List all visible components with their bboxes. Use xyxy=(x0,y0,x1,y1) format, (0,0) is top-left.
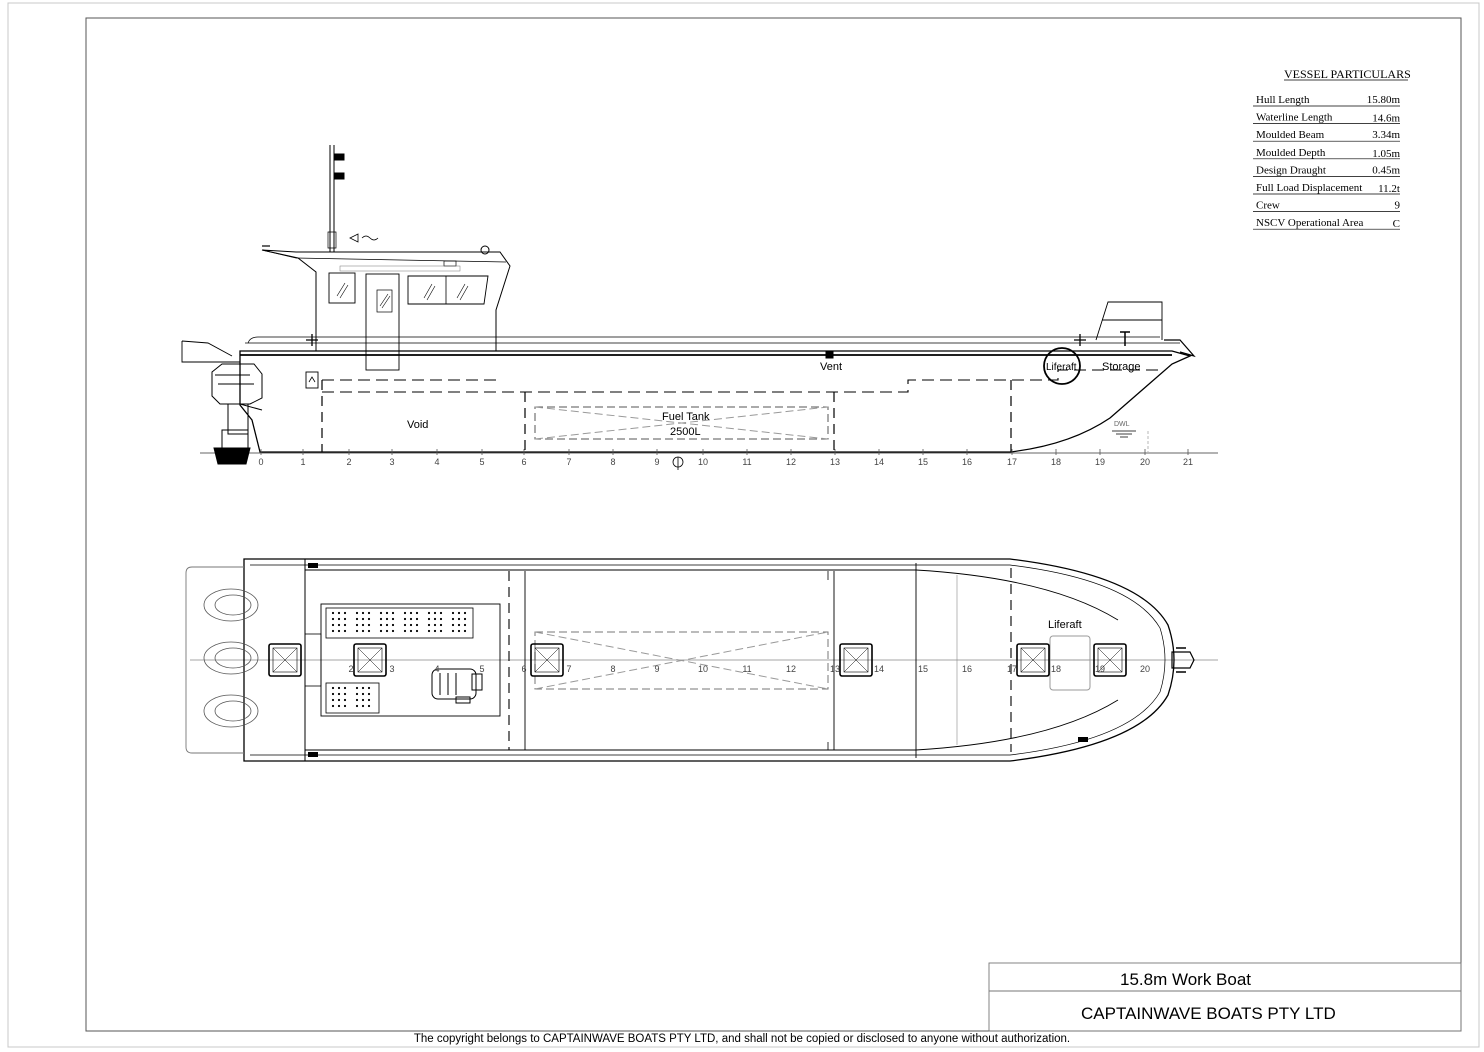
plan-frame-number: 9 xyxy=(654,664,659,674)
fuel-tank-label: Fuel Tank xyxy=(662,411,710,423)
hatch-icon xyxy=(839,643,873,677)
particular-label: Design Draught xyxy=(1256,164,1326,176)
title-block xyxy=(988,962,1462,1032)
plan-frame-number: 12 xyxy=(786,664,796,674)
storage-label: Storage xyxy=(1102,361,1141,373)
particular-label: NSCV Operational Area xyxy=(1256,217,1363,229)
hatch-icon xyxy=(530,643,564,677)
particular-label: Full Load Displacement xyxy=(1256,182,1362,194)
vent-icon xyxy=(825,351,834,359)
profile-view xyxy=(181,145,1218,470)
copyright-notice: The copyright belongs to CAPTAINWAVE BOA… xyxy=(413,1033,1071,1045)
plan-frame-number: 14 xyxy=(874,664,884,674)
plan-frame-number: 10 xyxy=(698,664,708,674)
plan-frame-number: 3 xyxy=(389,664,394,674)
frame-number: 8 xyxy=(610,457,615,467)
frame-number: 20 xyxy=(1140,457,1150,467)
company-name: CAPTAINWAVE BOATS PTY LTD xyxy=(1081,1004,1336,1023)
particular-value: 0.45m xyxy=(1372,164,1400,176)
wheelhouse xyxy=(261,249,511,352)
fuel-tank-profile xyxy=(534,406,829,440)
plan-frame-number: 18 xyxy=(1051,664,1061,674)
plan-frame-number: 19 xyxy=(1095,664,1105,674)
particular-label: Moulded Depth xyxy=(1256,147,1326,159)
particular-label: Moulded Beam xyxy=(1256,129,1325,141)
frame-number: 7 xyxy=(566,457,571,467)
hatch-icon xyxy=(1093,643,1127,677)
dwl-label: DWL xyxy=(1114,421,1130,428)
plan-frame-number: 2 xyxy=(348,664,353,674)
frame-number: 12 xyxy=(786,457,796,467)
particular-value: 11.2t xyxy=(1378,183,1400,195)
frame-number: 13 xyxy=(830,457,840,467)
frame-number: 1 xyxy=(300,457,305,467)
plan-view xyxy=(185,558,1218,762)
particular-value: 3.34m xyxy=(1372,129,1400,141)
plan-frame-scale: 2 3 4 5 6 7 8 9 10 11 12 13 14 15 16 17 18 19 20 xyxy=(348,664,1150,674)
plan-frame-number: 5 xyxy=(479,664,484,674)
frame-number: 14 xyxy=(874,457,884,467)
plan-frame-number: 13 xyxy=(830,664,840,674)
frame-number: 10 xyxy=(698,457,708,467)
particular-label: Waterline Length xyxy=(1256,112,1333,124)
vent-label: Vent xyxy=(820,361,842,373)
frame-number: 21 xyxy=(1183,457,1193,467)
drawing-border xyxy=(85,17,1462,1032)
frame-number: 19 xyxy=(1095,457,1105,467)
frame-number: 0 xyxy=(258,457,263,467)
plan-frame-number: 6 xyxy=(521,664,526,674)
hatch-icon xyxy=(353,643,387,677)
plan-frame-number: 4 xyxy=(434,664,439,674)
plan-frame-number: 11 xyxy=(742,664,751,674)
particulars-title: VESSEL PARTICULARS xyxy=(1284,67,1411,81)
liferaft-plan xyxy=(1049,635,1091,691)
frame-number: 18 xyxy=(1051,457,1061,467)
particular-label: Crew xyxy=(1256,200,1280,212)
engine-plan xyxy=(431,668,483,704)
particular-value: 1.05m xyxy=(1372,148,1400,160)
liferaft-plan-label: Liferaft xyxy=(1048,619,1082,631)
frame-number: 2 xyxy=(346,457,351,467)
plan-frame-number: 15 xyxy=(918,664,928,674)
plan-frame-number: 16 xyxy=(962,664,972,674)
outer-frame xyxy=(7,2,1480,1048)
outboard-motors-plan xyxy=(203,588,259,728)
hull-profile xyxy=(239,350,1192,453)
plan-frame-number: 17 xyxy=(1007,664,1017,674)
frame-number: 11 xyxy=(742,457,751,467)
hatch-icon xyxy=(1016,643,1050,677)
particular-value: 9 xyxy=(1395,200,1401,212)
hull-plan xyxy=(243,558,1175,762)
frame-number: 16 xyxy=(962,457,972,467)
outboard-motor xyxy=(211,363,263,465)
plan-frame-number: 20 xyxy=(1140,664,1150,674)
frame-number: 6 xyxy=(521,457,526,467)
particular-value: 15.80m xyxy=(1367,94,1401,106)
fuel-tank-plan xyxy=(534,631,829,690)
plan-frame-number: 7 xyxy=(566,664,571,674)
hatch-icon xyxy=(268,643,302,677)
drawing-title: 15.8m Work Boat xyxy=(1120,970,1251,989)
frame-number: 3 xyxy=(389,457,394,467)
particular-value: C xyxy=(1393,218,1400,230)
frame-number: 15 xyxy=(918,457,928,467)
frame-number: 17 xyxy=(1007,457,1017,467)
plan-frame-number: 8 xyxy=(610,664,615,674)
deck-hatches xyxy=(268,643,1127,677)
frame-number: 4 xyxy=(434,457,439,467)
liferaft-label: Liferaft xyxy=(1046,362,1077,373)
particular-value: 14.6m xyxy=(1372,113,1400,125)
liferaft-profile xyxy=(1043,347,1081,385)
vessel-particulars-table: VESSEL PARTICULARS Hull Length 15.80mWate… xyxy=(1253,67,1411,230)
void-label: Void xyxy=(407,419,428,431)
frame-number: 5 xyxy=(479,457,484,467)
particular-label: Hull Length xyxy=(1256,94,1310,106)
fuel-capacity-label: 2500L xyxy=(670,426,701,438)
frame-number: 9 xyxy=(654,457,659,467)
